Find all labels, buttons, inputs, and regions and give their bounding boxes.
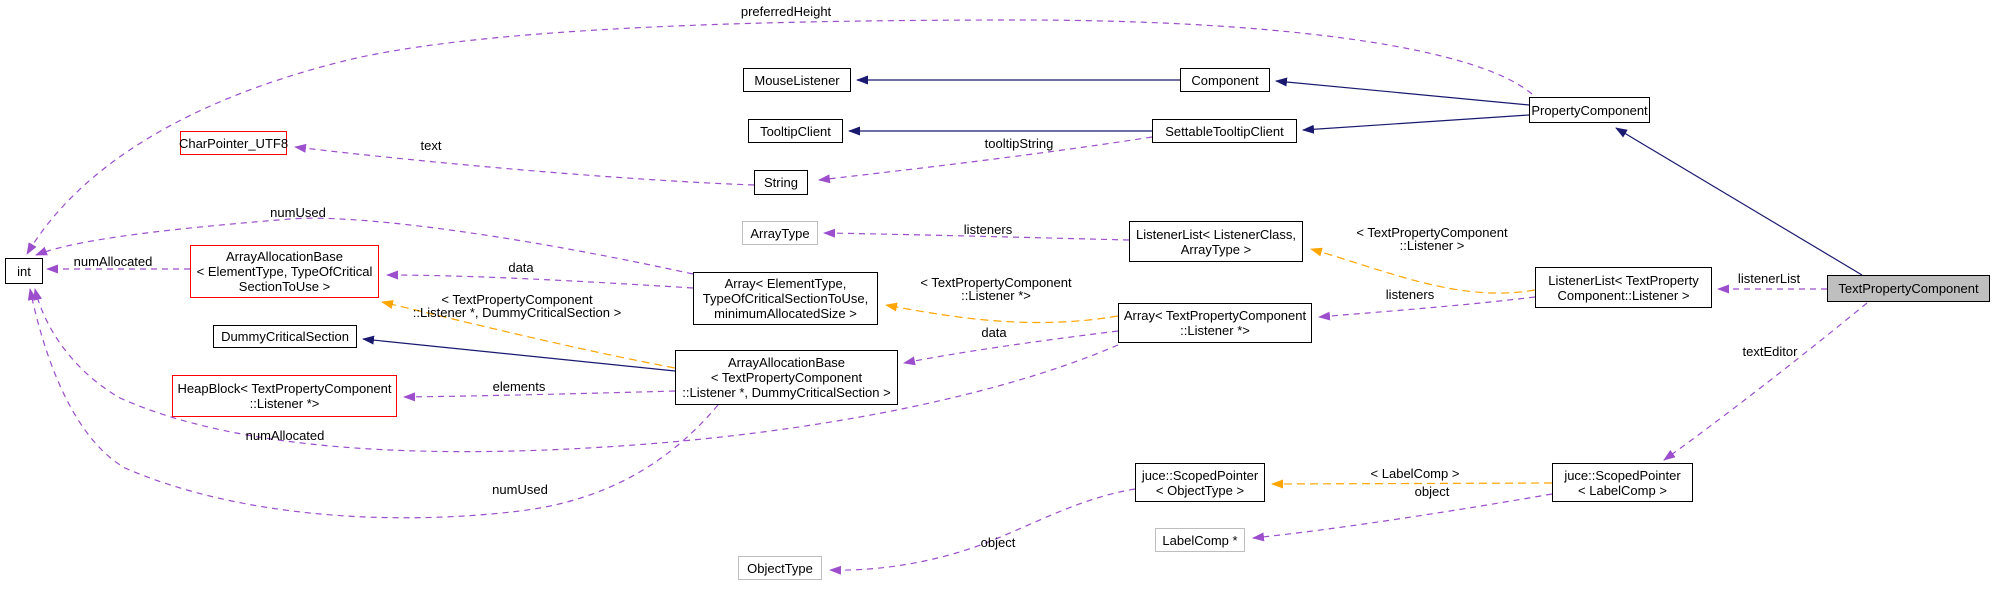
node-objecttype: ObjectType (738, 556, 822, 580)
node-array-tpclistener[interactable]: Array< TextPropertyComponent ::Listener … (1118, 303, 1312, 343)
edge-label-template-array: < TextPropertyComponent ::Listener *> (920, 275, 1072, 303)
edge-label-numused-bottom: numUsed (492, 482, 548, 497)
node-dummycriticalsection[interactable]: DummyCriticalSection (213, 325, 357, 348)
edge-label-object-right: object (1414, 484, 1450, 499)
edge-label-listenerlist: listenerList (1737, 271, 1801, 286)
edge-text (294, 143, 755, 186)
edge-propertycomponent-to-component (1275, 77, 1530, 106)
node-scopedpointer-objecttype[interactable]: juce::ScopedPointer < ObjectType > (1135, 463, 1265, 502)
node-listenerlist-tpclistener[interactable]: ListenerList< TextProperty Component::Li… (1535, 267, 1712, 308)
edge-label-numallocated-left: numAllocated (73, 254, 153, 269)
node-array-elementtype[interactable]: Array< ElementType, TypeOfCriticalSectio… (693, 272, 878, 325)
node-tooltipclient[interactable]: TooltipClient (748, 119, 843, 143)
node-propertycomponent[interactable]: PropertyComponent (1529, 97, 1650, 123)
edge-preferredheight (26, 19, 1533, 255)
edge-label-text: text (420, 138, 442, 153)
edge-aabtpc-to-dummycriticalsection (362, 335, 676, 372)
edge-aabtpc-to-aabelement (381, 300, 676, 369)
edge-label-numused-top: numUsed (270, 205, 326, 220)
edge-textpropertycomponent-to-propertycomponent (1615, 127, 1863, 276)
node-arraytype: ArrayType (742, 221, 818, 245)
edge-numused-top (35, 217, 694, 275)
edge-numallocated-bottom (33, 288, 1119, 453)
edge-label-texteditor: textEditor (1742, 344, 1798, 359)
edge-object-bottom (829, 488, 1136, 575)
edge-label-preferredheight: preferredHeight (740, 4, 832, 19)
edge-label-elements: elements (492, 379, 546, 394)
node-string[interactable]: String (754, 170, 808, 195)
edge-label-numallocated-bottom: numAllocated (245, 428, 325, 443)
edge-arraytpc-to-arrayelement (885, 302, 1119, 324)
edge-label-data-bottom: data (981, 325, 1007, 340)
node-mouselistener[interactable]: MouseListener (743, 68, 851, 92)
edge-label-listeners-right: listeners (1385, 287, 1435, 302)
edge-listeners-top (823, 228, 1130, 241)
edge-label-listeners-top: listeners (963, 222, 1013, 237)
edge-label-tooltipstring: tooltipString (984, 136, 1054, 151)
node-settabletooltipclient[interactable]: SettableTooltipClient (1152, 119, 1297, 143)
edge-listeners-right (1318, 296, 1536, 321)
node-labelcomp-ptr: LabelComp * (1155, 528, 1245, 552)
edge-data-top (386, 270, 694, 289)
node-listenerlist-generic[interactable]: ListenerList< ListenerClass, ArrayType > (1129, 221, 1303, 262)
node-int: int (5, 258, 43, 284)
edge-listenerlisttpc-to-listenerlistgeneric (1310, 247, 1536, 294)
edge-propertycomponent-to-settabletooltipclient (1302, 114, 1530, 134)
edge-texteditor (1663, 302, 1868, 461)
edge-label-template-labelcomp: < LabelComp > (1370, 466, 1460, 481)
node-component[interactable]: Component (1180, 68, 1270, 92)
edge-label-template-listenerlist: < TextPropertyComponent ::Listener > (1356, 225, 1508, 253)
edge-label-data-top: data (508, 260, 534, 275)
edge-label-template-aab: < TextPropertyComponent ::Listener *, Du… (412, 292, 622, 320)
edge-label-object-bottom: object (980, 535, 1016, 550)
edge-tooltipstring (818, 136, 1153, 184)
node-arrayallocationbase-tpclistener[interactable]: ArrayAllocationBase < TextPropertyCompon… (675, 350, 898, 405)
node-heapblock[interactable]: HeapBlock< TextPropertyComponent ::Liste… (172, 375, 397, 417)
node-arrayallocationbase-elementtype[interactable]: ArrayAllocationBase < ElementType, TypeO… (190, 245, 379, 298)
edge-elements (403, 390, 676, 402)
node-charpointer-utf8[interactable]: CharPointer_UTF8 (179, 131, 288, 155)
node-scopedpointer-labelcomp[interactable]: juce::ScopedPointer < LabelComp > (1552, 463, 1693, 502)
edge-splabelcomp-to-spobjecttype (1271, 479, 1553, 489)
edge-numused-bottom (27, 288, 719, 519)
edge-object-right (1252, 493, 1553, 542)
node-textpropertycomponent: TextPropertyComponent (1827, 275, 1990, 302)
